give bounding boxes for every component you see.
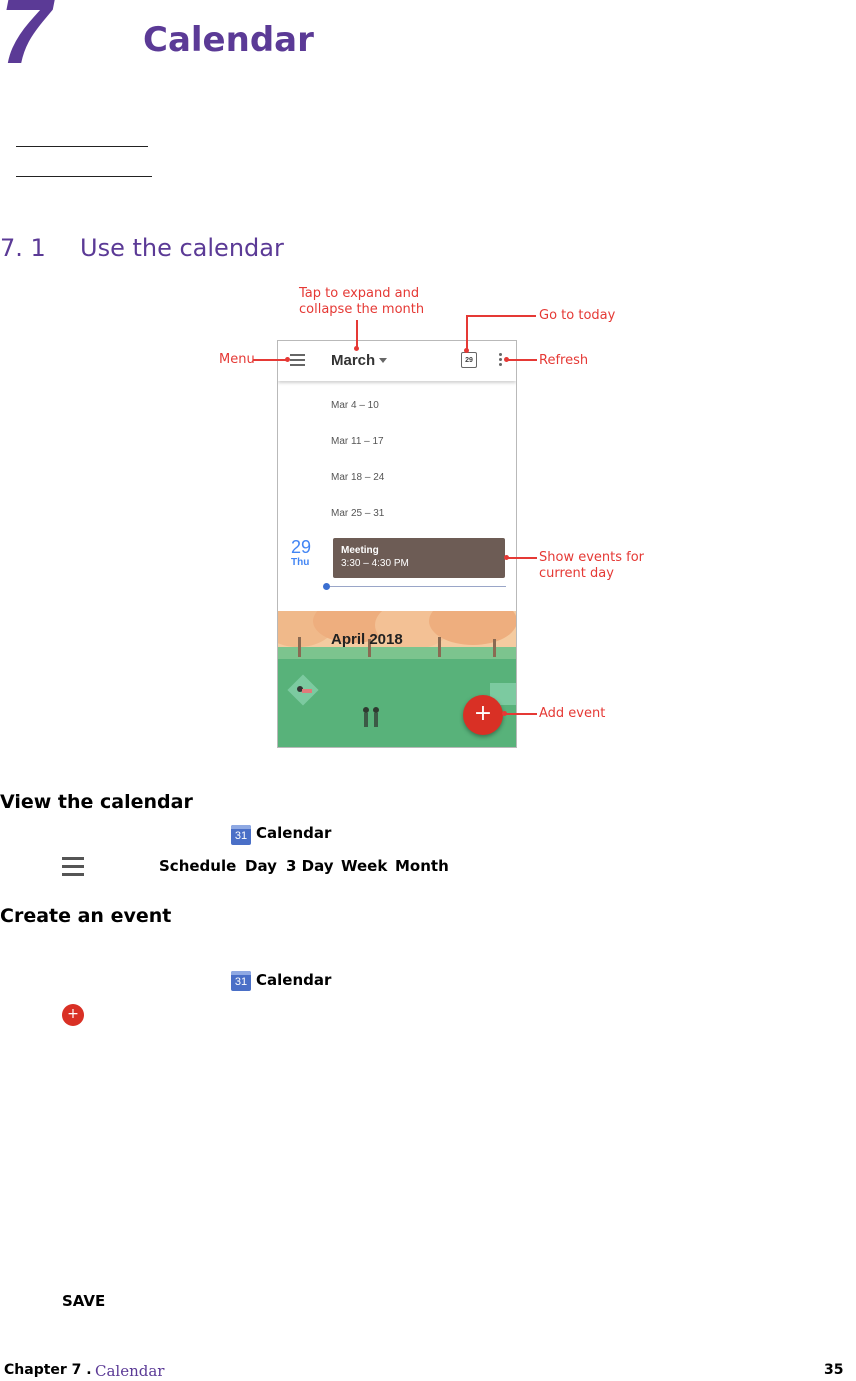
banner-month-label: April 2018 [331,631,403,648]
day-number: 29 [291,537,312,557]
app-bar: March 29 [278,341,516,381]
menu-icon[interactable] [290,354,305,366]
callout-line [356,320,358,348]
callout-refresh: Refresh [539,353,589,368]
callout-expand-month: Tap to expand and collapse the month [299,286,424,318]
go-to-today-icon[interactable]: 29 [461,352,477,368]
callout-dot [285,357,290,362]
current-time-line [326,586,506,587]
callout-show-events: Show events for current day [539,550,644,582]
callout-line [466,315,468,351]
section-number: 7. 1 [0,234,46,262]
divider [16,146,148,147]
divider [16,176,152,177]
create-event-heading: Create an event [0,905,172,927]
day-name: Thu [291,557,310,568]
view-option-week: Week [341,857,388,875]
event-card[interactable]: Meeting 3:30 – 4:30 PM [333,538,505,578]
callout-line-1: Show events for [539,550,645,565]
week-range[interactable]: Mar 25 – 31 [331,508,385,519]
callout-line [253,359,287,361]
week-range[interactable]: Mar 11 – 17 [331,436,384,447]
save-label: SAVE [62,1292,106,1310]
callout-add-event: Add event [539,706,606,721]
add-icon: + [62,1004,84,1026]
callout-line [507,359,537,361]
view-option-month: Month [395,857,449,875]
chapter-title: Calendar [143,20,314,60]
footer-chapter: Chapter 7 . [4,1362,92,1378]
callout-line [466,315,536,317]
view-option-schedule: Schedule [159,857,237,875]
callout-dot [464,348,469,353]
callout-menu: Menu [219,352,255,367]
menu-icon [62,857,84,881]
event-title: Meeting [341,545,379,556]
callout-dot [502,711,507,716]
current-time-dot [323,583,330,590]
callout-line [505,713,537,715]
calendar-screenshot: March 29 Mar 4 – 10 Mar 11 – 17 Mar 18 –… [277,340,517,748]
more-options-icon[interactable] [499,353,502,368]
section-title: Use the calendar [80,234,284,262]
callout-line-2: current day [539,566,614,581]
chapter-number: 7 [0,0,52,83]
calendar-app-name: Calendar [256,971,332,989]
week-range[interactable]: Mar 4 – 10 [331,400,379,411]
callout-dot [504,555,509,560]
callout-line [507,557,537,559]
callout-line-1: Tap to expand and [299,286,420,301]
callout-dot [504,357,509,362]
event-time: 3:30 – 4:30 PM [341,558,409,569]
callout-dot [354,346,359,351]
month-selector[interactable]: March [331,352,376,369]
add-event-button[interactable]: + [463,695,503,735]
view-option-3day: 3 Day [286,857,334,875]
page-number: 35 [824,1362,844,1378]
view-option-day: Day [245,857,277,875]
callout-line-2: collapse the month [299,302,425,317]
view-calendar-heading: View the calendar [0,791,193,813]
chevron-down-icon[interactable] [379,358,387,363]
calendar-app-name: Calendar [256,824,332,842]
calendar-app-icon: 31 [231,971,251,991]
week-range[interactable]: Mar 18 – 24 [331,472,385,483]
callout-go-to-today: Go to today [539,308,616,323]
footer-title: Calendar [95,1362,165,1380]
calendar-app-icon: 31 [231,825,251,845]
